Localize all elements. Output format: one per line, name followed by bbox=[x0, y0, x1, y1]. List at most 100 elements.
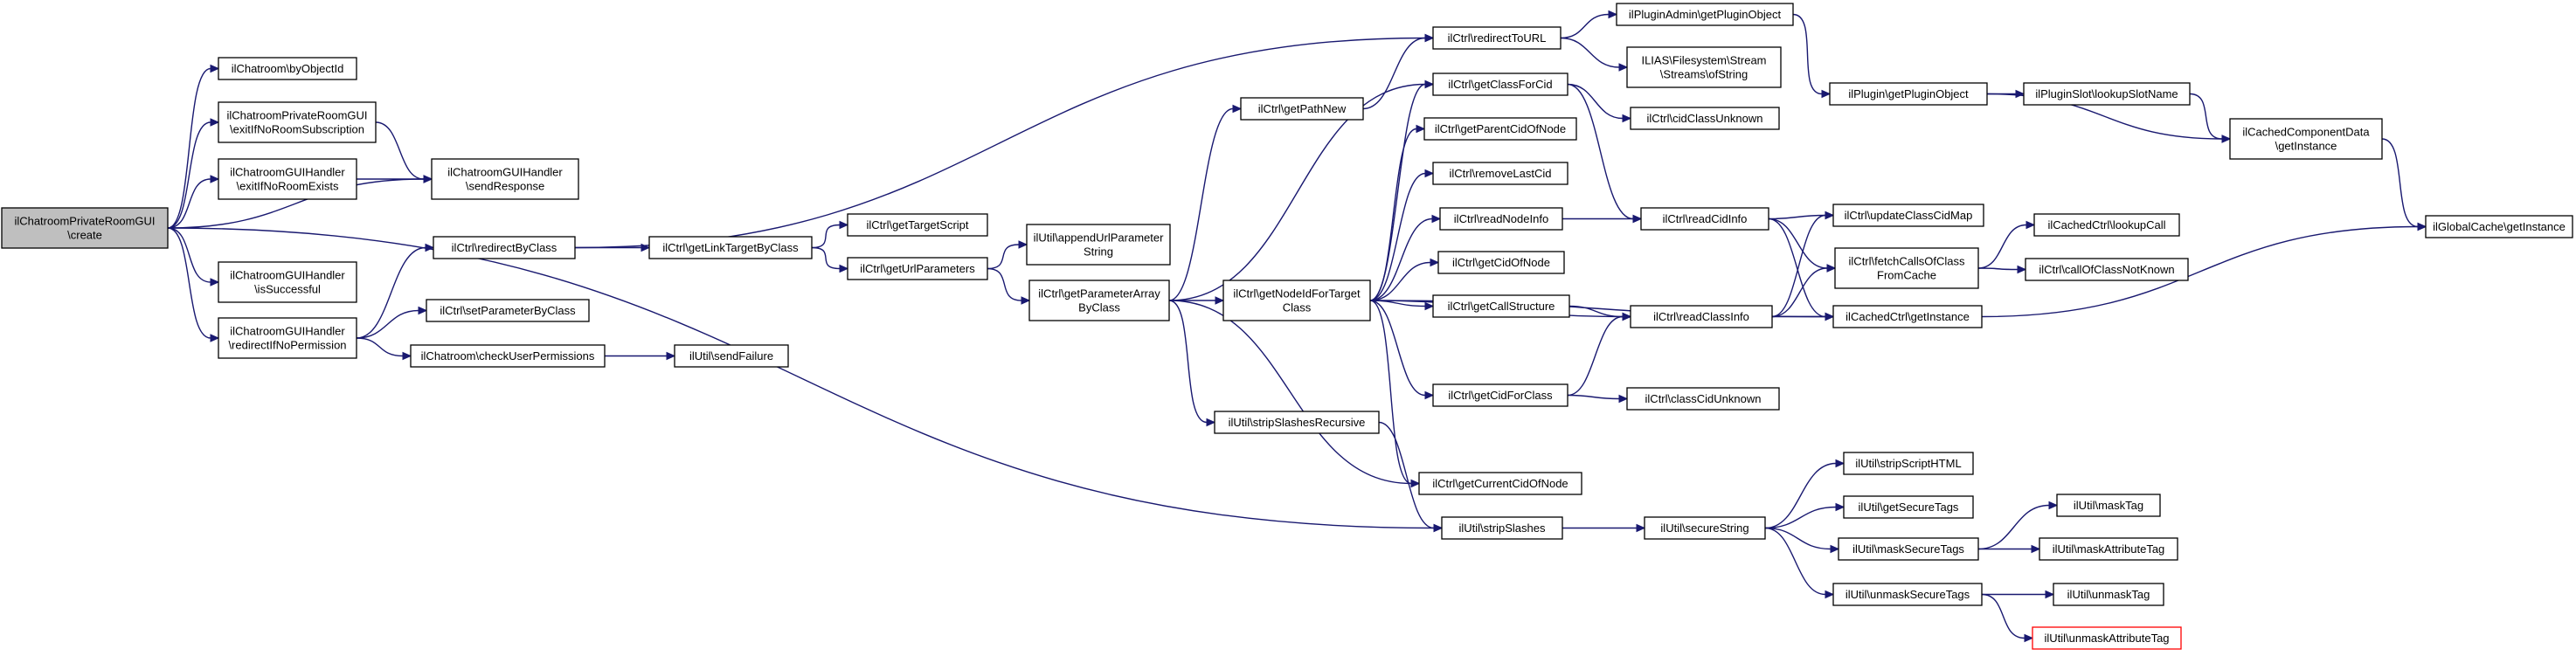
node-box bbox=[1838, 537, 1979, 561]
node-cid-class-unknown[interactable]: ilCtrl\cidClassUnknown bbox=[1630, 107, 1780, 130]
node-box bbox=[1432, 26, 1562, 50]
edge-line bbox=[1567, 83, 1624, 120]
edge-check-user-perm-to-send-failure bbox=[605, 351, 676, 361]
node-send-response[interactable]: ilChatroomGUIHandler\sendResponse bbox=[431, 158, 579, 200]
node-read-node-info[interactable]: ilCtrl\readNodeInfo bbox=[1439, 207, 1563, 231]
edge-line bbox=[2381, 138, 2419, 228]
node-get-url-params[interactable]: ilCtrl\getUrlParameters bbox=[847, 257, 988, 280]
node-root[interactable]: ilChatroomPrivateRoomGUI\create bbox=[1, 207, 169, 249]
node-get-path-new[interactable]: ilCtrl\getPathNew bbox=[1240, 97, 1364, 121]
node-by-object-id[interactable]: ilChatroom\byObjectId bbox=[218, 57, 357, 80]
node-exit-no-room[interactable]: ilChatroomGUIHandler\exitIfNoRoomExists bbox=[218, 158, 357, 200]
arrowhead bbox=[1618, 394, 1629, 404]
node-plugin-get-obj[interactable]: ilPlugin\getPluginObject bbox=[1829, 82, 1988, 106]
edge-line bbox=[1792, 13, 1823, 95]
node-check-user-perm[interactable]: ilChatroom\checkUserPermissions bbox=[410, 344, 606, 368]
node-get-link-target[interactable]: ilCtrl\getLinkTargetByClass bbox=[648, 236, 813, 259]
node-box bbox=[847, 257, 988, 280]
edge-line bbox=[1560, 37, 1620, 68]
edge-line bbox=[1977, 224, 2027, 269]
node-label: ilCtrl\readNodeInfo bbox=[1454, 212, 1548, 225]
node-unmask-attribute-tag[interactable]: ilUtil\unmaskAttributeTag bbox=[2032, 626, 2182, 650]
node-call-of-class-not-known[interactable]: ilCtrl\callOfClassNotKnown bbox=[2025, 258, 2189, 281]
node-box bbox=[674, 344, 789, 368]
node-label: \create bbox=[67, 229, 102, 242]
node-label: ilChatroomGUIHandler bbox=[447, 166, 563, 179]
node-label: ilCtrl\setParameterByClass bbox=[440, 304, 576, 317]
node-lookup-slot-name[interactable]: ilPluginSlot\lookupSlotName bbox=[2023, 82, 2191, 106]
node-redirect-by-class[interactable]: ilCtrl\redirectByClass bbox=[433, 236, 576, 259]
node-get-call-structure[interactable]: ilCtrl\getCallStructure bbox=[1432, 294, 1570, 318]
node-redir-no-perm[interactable]: ilChatroomGUIHandler\redirectIfNoPermiss… bbox=[218, 317, 357, 359]
node-label: ilCtrl\getLinkTargetByClass bbox=[662, 241, 799, 254]
edge-get-node-id-to-get-parent-cid bbox=[1369, 124, 1426, 301]
node-get-plugin-object[interactable]: ilPluginAdmin\getPluginObject bbox=[1616, 3, 1794, 26]
node-strip-script-html[interactable]: ilUtil\stripScriptHTML bbox=[1843, 452, 1974, 475]
arrowhead bbox=[839, 220, 849, 230]
arrowhead bbox=[1433, 523, 1444, 533]
node-box bbox=[2039, 537, 2178, 561]
arrowhead bbox=[210, 64, 220, 73]
node-read-cid-info[interactable]: ilCtrl\readCidInfo bbox=[1640, 207, 1769, 231]
node-update-class-cid-map[interactable]: ilCtrl\updateClassCidMap bbox=[1832, 204, 1984, 227]
edge-line bbox=[1168, 107, 1234, 301]
node-get-parent-cid[interactable]: ilCtrl\getParentCidOfNode bbox=[1423, 117, 1577, 141]
edge-line bbox=[1768, 214, 1826, 220]
arrowhead bbox=[423, 175, 433, 183]
node-secure-string[interactable]: ilUtil\secureString bbox=[1644, 516, 1766, 540]
node-box bbox=[1432, 73, 1568, 96]
node-remove-last-cid[interactable]: ilCtrl\removeLastCid bbox=[1432, 162, 1568, 185]
node-class-cid-unknown[interactable]: ilCtrl\classCidUnknown bbox=[1626, 387, 1780, 411]
arrowhead bbox=[1424, 79, 1435, 89]
edge-get-node-id-to-remove-last-cid bbox=[1369, 169, 1435, 301]
node-lookup-call[interactable]: ilCachedCtrl\lookupCall bbox=[2033, 213, 2180, 237]
edge-fetch-calls-to-lookup-call bbox=[1977, 220, 2036, 269]
edge-get-link-target-to-get-url-params bbox=[811, 246, 849, 273]
node-unmask-tag[interactable]: ilUtil\unmaskTag bbox=[2053, 583, 2164, 606]
node-label: ilCtrl\getCallStructure bbox=[1448, 300, 1555, 313]
node-get-cid-of-node[interactable]: ilCtrl\getCidOfNode bbox=[1437, 251, 1565, 274]
node-mask-tag[interactable]: ilUtil\maskTag bbox=[2056, 494, 2161, 517]
node-read-class-info[interactable]: ilCtrl\readClassInfo bbox=[1630, 305, 1773, 328]
node-box bbox=[1832, 204, 1984, 227]
node-label: ilUtil\maskSecureTags bbox=[1852, 542, 1964, 556]
node-send-failure[interactable]: ilUtil\sendFailure bbox=[674, 344, 789, 368]
node-label: ilCtrl\getUrlParameters bbox=[860, 262, 975, 275]
edge-root-to-is-successful bbox=[167, 227, 220, 287]
node-exit-no-sub[interactable]: ilChatroomPrivateRoomGUI\exitIfNoRoomSub… bbox=[218, 101, 377, 143]
node-label: ilCtrl\getTargetScript bbox=[866, 218, 968, 231]
edge-get-node-id-to-get-cid-for-class bbox=[1369, 300, 1435, 400]
node-get-secure-tags[interactable]: ilUtil\getSecureTags bbox=[1843, 495, 1974, 519]
node-strip-slashes-rec[interactable]: ilUtil\stripSlashesRecursive bbox=[1214, 411, 1380, 434]
node-get-target-script[interactable]: ilCtrl\getTargetScript bbox=[847, 213, 988, 237]
node-mask-attribute-tag[interactable]: ilUtil\maskAttributeTag bbox=[2039, 537, 2178, 561]
edge-line bbox=[1369, 261, 1431, 301]
node-mask-secure-tags[interactable]: ilUtil\maskSecureTags bbox=[1838, 537, 1979, 561]
edge-redir-no-perm-to-redirect-by-class bbox=[356, 243, 435, 339]
node-cached-comp-data[interactable]: ilCachedComponentData\getInstance bbox=[2229, 118, 2383, 160]
arrowhead bbox=[1632, 214, 1643, 224]
node-box bbox=[431, 158, 579, 200]
arrowhead bbox=[402, 351, 412, 361]
node-stream-of-string[interactable]: ILIAS\Filesystem\Stream\Streams\ofString bbox=[1626, 46, 1782, 88]
node-redirect-to-url[interactable]: ilCtrl\redirectToURL bbox=[1432, 26, 1562, 50]
arrowhead bbox=[666, 351, 676, 361]
node-is-successful[interactable]: ilChatroomGUIHandler\isSuccessful bbox=[218, 261, 357, 303]
node-global-cache[interactable]: ilGlobalCache\getInstance bbox=[2425, 215, 2573, 238]
arrowhead bbox=[2025, 220, 2036, 230]
edge-line bbox=[1378, 421, 1435, 529]
node-label: ilCachedComponentData bbox=[2242, 126, 2370, 139]
node-unmask-secure-tags[interactable]: ilUtil\unmaskSecureTags bbox=[1832, 583, 1983, 606]
node-cached-ctrl-inst[interactable]: ilCachedCtrl\getInstance bbox=[1832, 305, 1983, 328]
node-strip-slashes[interactable]: ilUtil\stripSlashes bbox=[1441, 516, 1563, 540]
node-get-class-for-cid[interactable]: ilCtrl\getClassForCid bbox=[1432, 73, 1568, 96]
node-set-param-by-class[interactable]: ilCtrl\setParameterByClass bbox=[426, 299, 590, 322]
node-get-cid-for-class[interactable]: ilCtrl\getCidForClass bbox=[1432, 383, 1568, 407]
node-label: ilUtil\unmaskAttributeTag bbox=[2044, 632, 2169, 645]
node-get-current-cid[interactable]: ilCtrl\getCurrentCidOfNode bbox=[1418, 472, 1582, 495]
edge-get-plugin-object-to-plugin-get-obj bbox=[1792, 13, 1832, 99]
